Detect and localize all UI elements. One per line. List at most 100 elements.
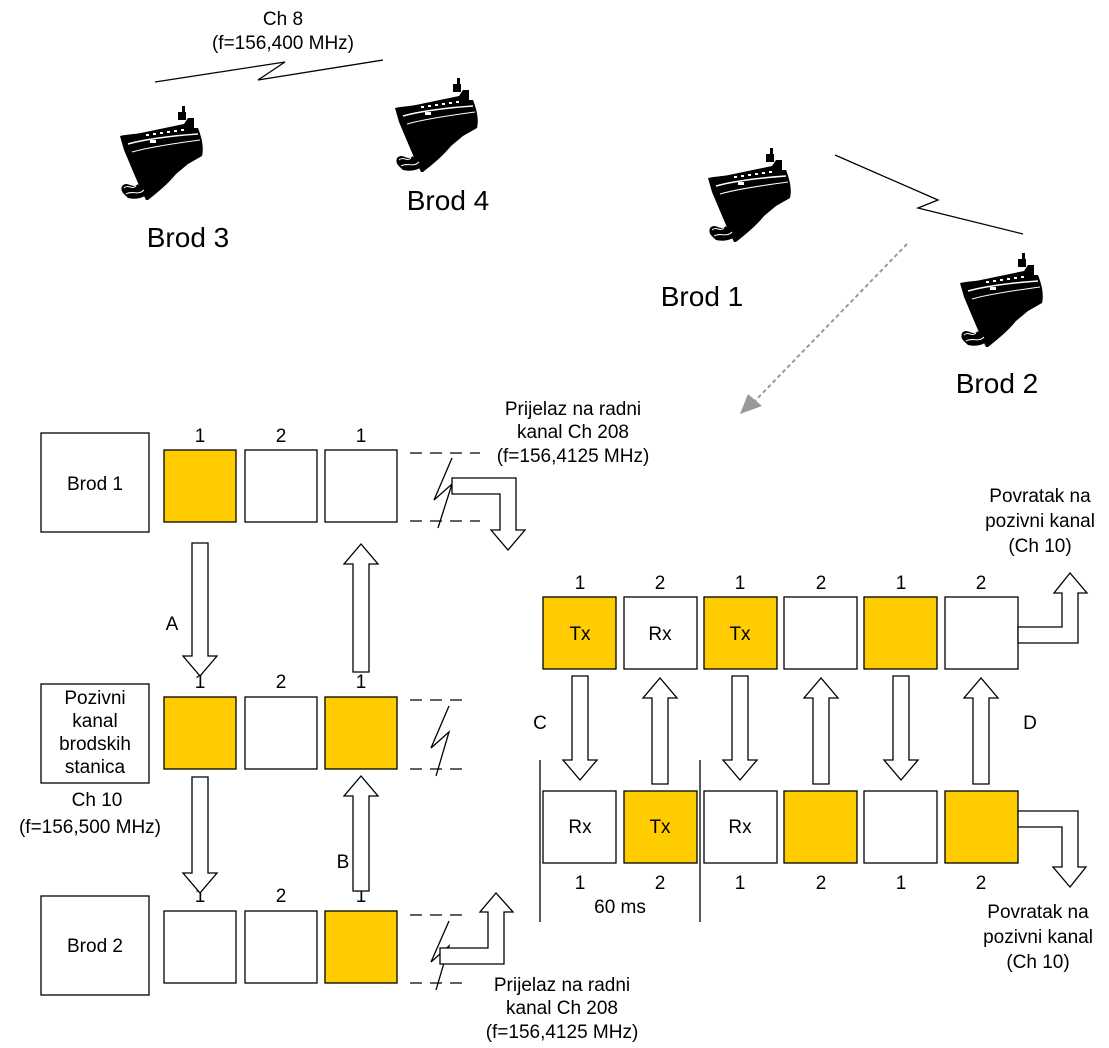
slot-number: 2	[276, 886, 287, 907]
station-brod2-box	[40, 895, 150, 996]
slot-rx-label: Rx	[728, 817, 752, 838]
station-pozivni-line3: brodskih	[59, 734, 131, 755]
work-slot-top-1	[542, 596, 617, 670]
station-pozivni-line1: Pozivni	[64, 688, 125, 709]
return-top-line3: (Ch 10)	[1008, 536, 1071, 557]
radio-link-ch8	[154, 59, 384, 83]
slot-row2-2	[244, 696, 318, 770]
arrow-c-label: C	[533, 713, 547, 734]
arrow-switch-top	[451, 477, 527, 552]
arrow-b-label: B	[337, 852, 350, 873]
slot-number: 1	[896, 873, 907, 894]
return-top-line2: pozivni kanal	[985, 511, 1095, 532]
slot-row1-2	[244, 449, 318, 523]
work-slot-top-5	[863, 596, 938, 670]
slot-number: 1	[575, 873, 586, 894]
station-brod1-box	[40, 432, 150, 533]
ch8-frequency: (f=156,400 MHz)	[212, 33, 354, 54]
work-slot-bottom-4	[783, 790, 858, 864]
work-slot-bottom-2	[623, 790, 698, 864]
slot-number: 1	[356, 672, 367, 693]
arrow-b-up	[342, 774, 380, 892]
slot-number: 1	[195, 672, 206, 693]
slot-number: 1	[356, 886, 367, 907]
slot-number: 2	[276, 426, 287, 447]
slot-number: 2	[655, 573, 666, 594]
station-brod2-label: Brod 2	[67, 936, 123, 957]
zoom-dashed-arrow	[751, 243, 908, 405]
channel-switch-middle	[410, 699, 470, 777]
arrow-down-5	[882, 675, 920, 782]
slot-number: 2	[276, 672, 287, 693]
work-slot-top-2	[623, 596, 698, 670]
slot-number: 1	[735, 873, 746, 894]
ship-icon	[119, 105, 204, 201]
channel-switch-top	[410, 452, 480, 529]
arrow-a-label: A	[166, 614, 179, 635]
arrow-d-label: D	[1023, 713, 1037, 734]
work-slot-bottom-6	[944, 790, 1019, 864]
arrow-down-3	[721, 675, 759, 782]
slot-row1-1	[163, 449, 237, 523]
slot-rx-label: Rx	[568, 817, 592, 838]
radio-link-ship1-ship2	[834, 154, 1024, 235]
slot-number: 2	[976, 573, 987, 594]
zoom-arrow-head	[740, 394, 762, 414]
arrow-switch-bottom	[439, 892, 515, 965]
slot-number: 1	[575, 573, 586, 594]
slot-number: 2	[816, 873, 827, 894]
slot-number: 1	[195, 886, 206, 907]
return-bottom-line2: pozivni kanal	[983, 927, 1093, 948]
slot-row3-3	[324, 910, 398, 984]
ship-icon	[394, 77, 479, 173]
transition-bottom-line1: Prijelaz na radni	[494, 975, 630, 996]
slot-number: 1	[356, 426, 367, 447]
return-bottom-line1: Povratak na	[987, 902, 1089, 923]
slot-rx-label: Rx	[648, 624, 672, 645]
work-slot-bottom-1	[542, 790, 617, 864]
ship-brod1-label: Brod 1	[661, 281, 744, 312]
station-pozivni-line4: stanica	[65, 757, 126, 778]
ship-icon	[707, 147, 792, 243]
return-top-line1: Povratak na	[989, 486, 1091, 507]
arrow-return-bottom	[1017, 810, 1088, 889]
slot-row1-3	[324, 449, 398, 523]
arrow-d-up	[962, 676, 1000, 785]
slot-row2-3	[324, 696, 398, 770]
station-brod1-label: Brod 1	[67, 474, 123, 495]
work-slot-top-4	[783, 596, 858, 670]
arrow-up-2	[641, 676, 679, 785]
slot-number: 2	[655, 873, 666, 894]
work-slot-bottom-3	[703, 790, 778, 864]
ch10-frequency: (f=156,500 MHz)	[19, 817, 161, 838]
return-bottom-line3: (Ch 10)	[1006, 952, 1069, 973]
station-pozivni-box	[40, 683, 150, 784]
work-slot-bottom-5	[863, 790, 938, 864]
arrow-c-down	[561, 675, 599, 782]
transition-top-line2: kanal Ch 208	[517, 422, 629, 443]
ch8-label: Ch 8	[263, 9, 303, 30]
arrow-up-4	[802, 676, 840, 785]
station-pozivni-line2: kanal	[72, 711, 117, 732]
transition-top-line1: Prijelaz na radni	[505, 399, 641, 420]
slot-tx-label: Tx	[649, 817, 671, 838]
transition-bottom-line2: kanal Ch 208	[506, 998, 618, 1019]
slot-tx-label: Tx	[569, 624, 591, 645]
slot-row3-1	[163, 910, 237, 984]
ship-brod3-label: Brod 3	[147, 222, 230, 253]
timing-label: 60 ms	[594, 897, 646, 918]
slot-number: 2	[976, 873, 987, 894]
transition-bottom-line3: (f=156,4125 MHz)	[486, 1022, 639, 1043]
slot-tx-label: Tx	[729, 624, 751, 645]
ship-brod2-label: Brod 2	[956, 368, 1039, 399]
slot-number: 1	[735, 573, 746, 594]
ch10-label: Ch 10	[72, 790, 123, 811]
arrow-a-down	[181, 542, 219, 678]
slot-row2-1	[163, 696, 237, 770]
slot-number: 2	[816, 573, 827, 594]
work-slot-top-6	[944, 596, 1019, 670]
ship-brod4-label: Brod 4	[407, 185, 490, 216]
arrow-up-row1	[342, 542, 380, 673]
work-slot-top-3	[703, 596, 778, 670]
